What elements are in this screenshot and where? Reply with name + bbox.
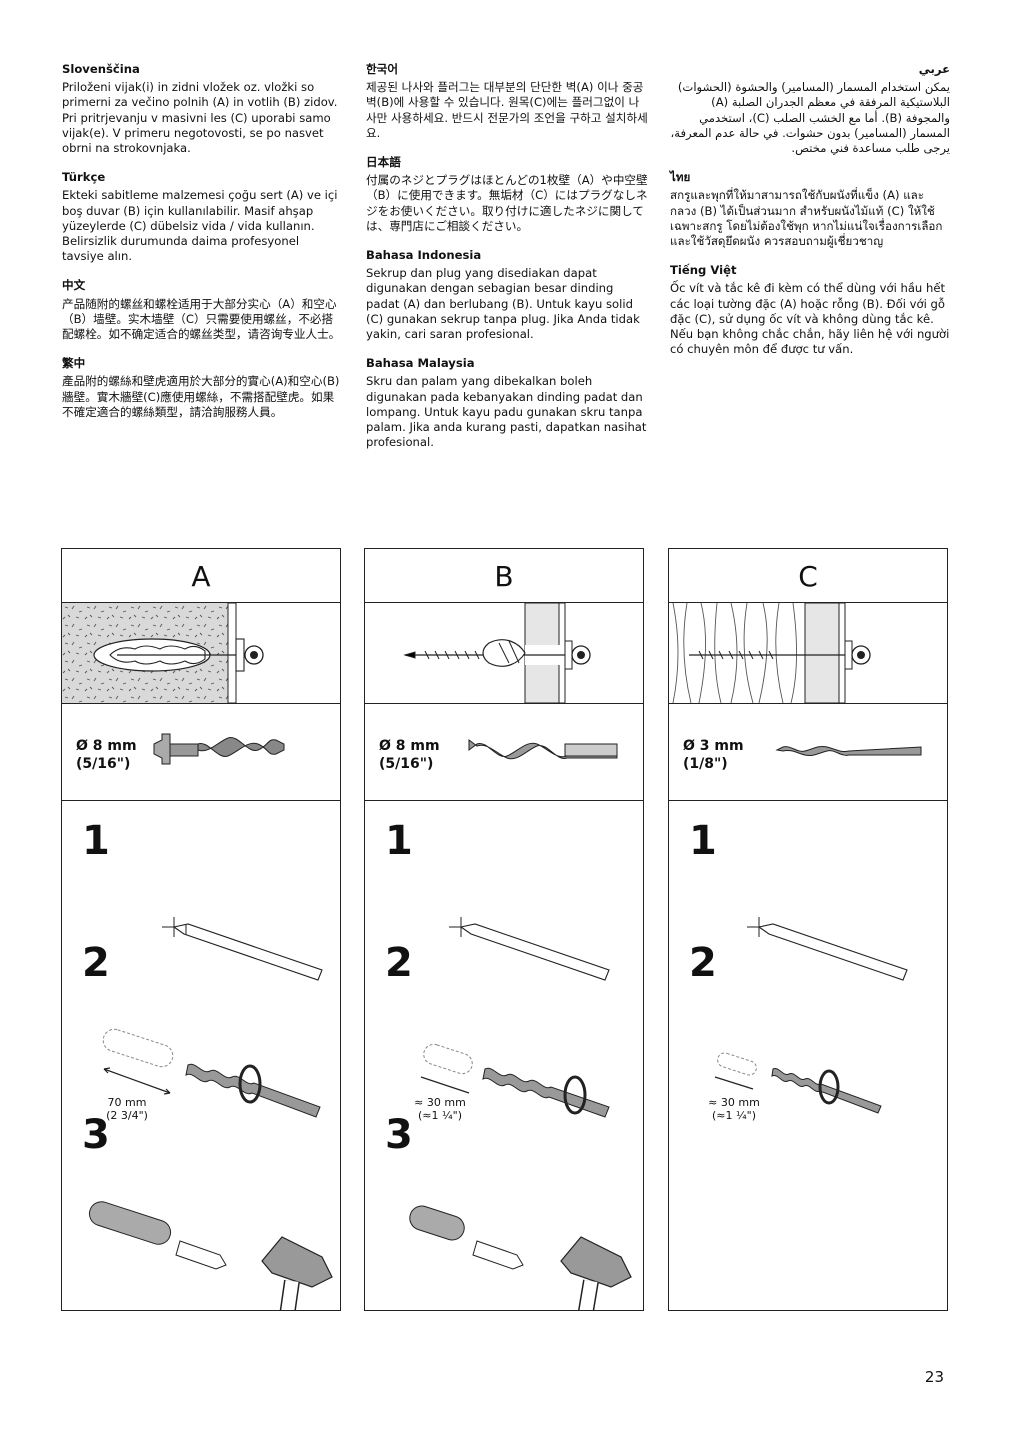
lang-block-ko: 한국어 제공된 나사와 플러그는 대부분의 단단한 벽(A) 이나 중공벽(B)… <box>366 62 648 141</box>
depth-inch: (≈1 ¼") <box>417 1109 463 1122</box>
lang-body: 產品附的螺絲和壁虎適用於大部分的實心(A)和空心(B)牆壁。實木牆壁(C)應使用… <box>62 374 340 419</box>
pencil-icon <box>449 917 610 981</box>
panel-letter: A <box>62 549 340 603</box>
drill-size-label: Ø 8 mm (5/16") <box>379 737 440 773</box>
lang-title: Bahasa Indonesia <box>366 248 482 263</box>
lang-block-zh: 中文 产品随附的螺丝和螺栓适用于大部分实心（A）和空心（B）墙壁。实木墙壁（C）… <box>62 278 344 342</box>
steps-area: 1 2 ≈ 30 mm (≈1 ¼") <box>669 801 947 1310</box>
drill-bit-icon <box>468 739 618 760</box>
depth-label: ≈ 30 mm (≈1 ¼") <box>699 1096 769 1122</box>
drill-size-inch: (1/8") <box>683 756 728 772</box>
drill-hole-icon <box>102 1028 321 1118</box>
depth-mm: ≈ 30 mm <box>414 1096 466 1109</box>
lang-body: Sekrup dan plug yang disediakan dapat di… <box>366 266 640 342</box>
step-number: 1 <box>82 818 110 864</box>
drill-bit-spec: Ø 8 mm (5/16") <box>62 704 340 801</box>
depth-label: ≈ 30 mm (≈1 ¼") <box>405 1096 475 1122</box>
step-number: 3 <box>82 1112 110 1158</box>
wood-drill-bit-icon <box>775 746 922 756</box>
wood-wall-illustration <box>669 603 947 704</box>
depth-inch: (≈1 ¼") <box>711 1109 757 1122</box>
step-number: 2 <box>82 940 110 986</box>
depth-mm: 70 mm <box>107 1096 147 1109</box>
drill-size-mm: Ø 3 mm <box>683 738 744 754</box>
lang-title: 日本語 <box>366 155 401 170</box>
hollow-wall-illustration <box>365 603 643 704</box>
lang-block-ms: Bahasa Malaysia Skru dan palam yang dibe… <box>366 356 648 450</box>
hammer-icon <box>88 1201 333 1310</box>
step-number: 2 <box>385 940 413 986</box>
lang-block-sl: Slovenščina Priloženi vijak(i) in zidni … <box>62 62 344 156</box>
steps-illustration <box>409 917 632 1310</box>
drill-hole-icon <box>714 1052 882 1114</box>
panel-b: B Ø 8 mm (5/16") 1 2 3 <box>364 548 644 1311</box>
lang-title: Bahasa Malaysia <box>366 356 475 371</box>
lang-body: يمكن استخدام المسمار (المسامير) والحشوة … <box>670 80 950 156</box>
lang-title: Tiếng Việt <box>670 263 737 278</box>
lang-title: عربي <box>918 62 950 76</box>
drill-size-mm: Ø 8 mm <box>76 738 137 754</box>
text-column-3: عربي يمكن استخدام المسمار (المسامير) وال… <box>670 62 950 371</box>
panel-c: C Ø 3 mm (1/8") 1 2 <box>668 548 948 1311</box>
lang-title: Türkçe <box>62 170 106 185</box>
depth-label: 70 mm (2 3/4") <box>92 1096 162 1122</box>
drill-bit-spec: Ø 3 mm (1/8") <box>669 704 947 801</box>
depth-mm: ≈ 30 mm <box>708 1096 760 1109</box>
steps-area: 1 2 3 ≈ 30 mm ( <box>365 801 643 1310</box>
drill-hole-icon <box>420 1043 610 1118</box>
steps-illustration <box>714 917 908 1114</box>
pencil-icon <box>747 917 908 981</box>
lang-body: 付属のネジとプラグはほとんどの1枚壁（A）や中空壁（B）に使用できます。無垢材（… <box>366 173 648 233</box>
masonry-drill-bit-icon <box>153 733 285 765</box>
lang-block-zh-tw: 繁中 產品附的螺絲和壁虎適用於大部分的實心(A)和空心(B)牆壁。實木牆壁(C)… <box>62 356 344 420</box>
drill-size-label: Ø 8 mm (5/16") <box>76 737 137 773</box>
lang-block-tr: Türkçe Ekteki sabitleme malzemesi çoğu s… <box>62 170 344 264</box>
lang-title: Slovenščina <box>62 62 140 76</box>
step-number: 2 <box>689 940 717 986</box>
steps-area: 1 2 3 <box>62 801 340 1310</box>
lang-block-ar: عربي يمكن استخدام المسمار (المسامير) وال… <box>670 62 950 156</box>
lang-body: Ekteki sabitleme malzemesi çoğu sert (A)… <box>62 188 338 264</box>
lang-title: 中文 <box>62 278 86 293</box>
drill-size-mm: Ø 8 mm <box>379 738 440 754</box>
panel-a: A Ø 8 mm (5/16") <box>61 548 341 1311</box>
lang-title: 繁中 <box>62 356 86 371</box>
pencil-icon <box>162 917 323 981</box>
lang-body: สกรูและพุกที่ให้มาสามารถใช้กับผนังที่แข็… <box>670 188 943 249</box>
drill-bit-spec: Ø 8 mm (5/16") <box>365 704 643 801</box>
drill-size-inch: (5/16") <box>76 756 131 772</box>
lang-block-ja: 日本語 付属のネジとプラグはほとんどの1枚壁（A）や中空壁（B）に使用できます。… <box>366 155 648 234</box>
lang-block-th: ไทย สกรูและพุกที่ให้มาสามารถใช้กับผนังที… <box>670 170 950 249</box>
hammer-icon <box>409 1205 632 1310</box>
drill-size-inch: (5/16") <box>379 756 434 772</box>
lang-block-id: Bahasa Indonesia Sekrup dan plug yang di… <box>366 248 648 342</box>
lang-body: Priloženi vijak(i) in zidni vložek oz. v… <box>62 80 338 156</box>
lang-title: ไทย <box>670 170 691 185</box>
step-number: 1 <box>689 818 717 864</box>
steps-illustration <box>88 917 333 1310</box>
page-number: 23 <box>924 1368 944 1386</box>
solid-wall-illustration <box>62 603 340 704</box>
panel-letter: C <box>669 549 947 603</box>
drill-size-label: Ø 3 mm (1/8") <box>683 737 744 773</box>
step-number: 1 <box>385 818 413 864</box>
step-number: 3 <box>385 1112 413 1158</box>
lang-body: Skru dan palam yang dibekalkan boleh dig… <box>366 374 647 450</box>
panel-letter: B <box>365 549 643 603</box>
text-column-2: 한국어 제공된 나사와 플러그는 대부분의 단단한 벽(A) 이나 중공벽(B)… <box>366 62 648 464</box>
text-column-1: Slovenščina Priloženi vijak(i) in zidni … <box>62 62 344 434</box>
lang-body: 产品随附的螺丝和螺栓适用于大部分实心（A）和空心（B）墙壁。实木墙壁（C）只需要… <box>62 296 341 342</box>
lang-body: 제공된 나사와 플러그는 대부분의 단단한 벽(A) 이나 중공벽(B)에 사용… <box>366 80 648 140</box>
depth-inch: (2 3/4") <box>106 1109 148 1122</box>
lang-block-vi: Tiếng Việt Ốc vít và tắc kê đi kèm có th… <box>670 263 950 357</box>
lang-title: 한국어 <box>366 62 398 76</box>
lang-body: Ốc vít và tắc kê đi kèm có thể dùng với … <box>670 281 950 357</box>
